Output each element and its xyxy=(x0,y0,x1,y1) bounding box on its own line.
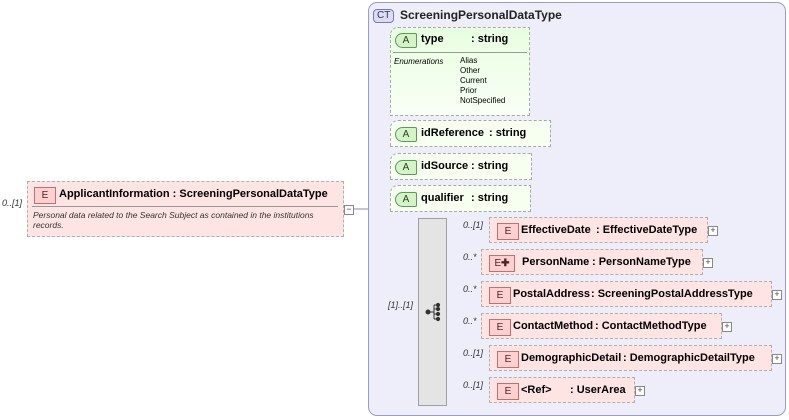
element-name: PersonName xyxy=(522,256,590,268)
element-demographicdetail[interactable]: E DemographicDetail : DemographicDetailT… xyxy=(489,345,772,371)
element-type: : PersonNameType xyxy=(592,256,691,268)
expand-icon[interactable]: + xyxy=(703,258,713,268)
element-cardinality: 0..[1] xyxy=(463,348,484,358)
attribute-name: type xyxy=(421,33,444,45)
attribute-type[interactable]: A type : string Enumerations Alias Other… xyxy=(390,27,530,116)
element-name: EffectiveDate xyxy=(521,224,591,236)
attribute-type-label: : string xyxy=(471,160,509,172)
element-type: : ContactMethodType xyxy=(595,320,707,332)
element-name: ContactMethod xyxy=(513,320,594,332)
element-type: : UserArea xyxy=(570,384,626,396)
element-badge: E xyxy=(497,351,519,368)
enum-item-other: Other xyxy=(460,66,481,75)
element-name: DemographicDetail xyxy=(521,352,622,364)
attribute-qualifier[interactable]: A qualifier : string xyxy=(390,185,531,212)
attribute-type-label: : string xyxy=(471,33,509,45)
root-element-type: ScreeningPersonalDataType xyxy=(179,188,328,200)
attribute-idreference[interactable]: A idReference : string xyxy=(390,120,551,147)
element-type: : EffectiveDateType xyxy=(596,224,698,236)
element-contactmethod[interactable]: E ContactMethod : ContactMethodType xyxy=(481,313,722,339)
expand-icon[interactable]: + xyxy=(772,290,782,300)
collapse-icon[interactable]: − xyxy=(344,205,354,215)
enum-item-notspecified: NotSpecified xyxy=(460,96,506,105)
element-cardinality: 0..[1] xyxy=(463,220,484,230)
attribute-badge: A xyxy=(395,33,417,48)
element-postaladdress[interactable]: E PostalAddress : ScreeningPostalAddress… xyxy=(481,281,772,307)
attribute-type-label: : string xyxy=(489,127,527,139)
element-badge: E xyxy=(489,287,511,304)
root-description: Personal data related to the Search Subj… xyxy=(33,210,314,230)
element-badge: E✚ xyxy=(489,255,515,272)
enumerations-title: Enumerations xyxy=(394,57,444,66)
element-cardinality: 0..* xyxy=(463,252,477,262)
attribute-divider xyxy=(393,52,527,53)
attribute-name: qualifier xyxy=(421,192,464,204)
element-badge: E xyxy=(34,187,56,204)
root-element-name: ApplicantInformation xyxy=(59,188,170,200)
attribute-badge: A xyxy=(395,192,417,207)
root-divider xyxy=(32,206,338,207)
element-badge: E xyxy=(497,223,519,240)
root-cardinality: 0..[1] xyxy=(2,198,23,208)
element-type: : ScreeningPostalAddressType xyxy=(591,288,753,300)
attribute-badge: A xyxy=(395,160,417,175)
element-type: : DemographicDetailType xyxy=(623,352,755,364)
root-element-box[interactable]: E ApplicantInformation : ScreeningPerson… xyxy=(27,181,344,237)
enum-item-prior: Prior xyxy=(460,86,477,95)
sequence-cardinality: [1]..[1] xyxy=(388,300,414,310)
element-badge: E xyxy=(489,319,511,336)
complex-type-name: ScreeningPersonalDataType xyxy=(400,8,562,22)
element-name: <Ref> xyxy=(521,384,552,396)
attribute-badge: A xyxy=(395,127,417,142)
attribute-name: idSource xyxy=(421,160,469,172)
element-effectivedate[interactable]: E EffectiveDate : EffectiveDateType xyxy=(489,217,708,243)
expand-icon[interactable]: + xyxy=(708,226,718,236)
expand-icon[interactable]: + xyxy=(635,386,645,396)
attribute-type-label: : string xyxy=(471,192,509,204)
element-cardinality: 0..* xyxy=(463,316,477,326)
element-badge: E xyxy=(497,383,519,400)
expand-icon[interactable]: + xyxy=(722,322,732,332)
attribute-idsource[interactable]: A idSource : string xyxy=(390,153,532,180)
element-userarea-ref[interactable]: E <Ref> : UserArea xyxy=(489,377,635,403)
element-personname[interactable]: E✚ PersonName : PersonNameType xyxy=(481,249,703,275)
attribute-name: idReference xyxy=(421,127,484,139)
enum-item-current: Current xyxy=(460,76,487,85)
element-cardinality: 0..[1] xyxy=(463,380,484,390)
enum-item-alias: Alias xyxy=(460,56,478,65)
element-cardinality: 0..* xyxy=(463,284,477,294)
complex-type-badge: CT xyxy=(373,9,395,23)
element-name: PostalAddress xyxy=(513,288,591,300)
expand-icon[interactable]: + xyxy=(772,354,782,364)
